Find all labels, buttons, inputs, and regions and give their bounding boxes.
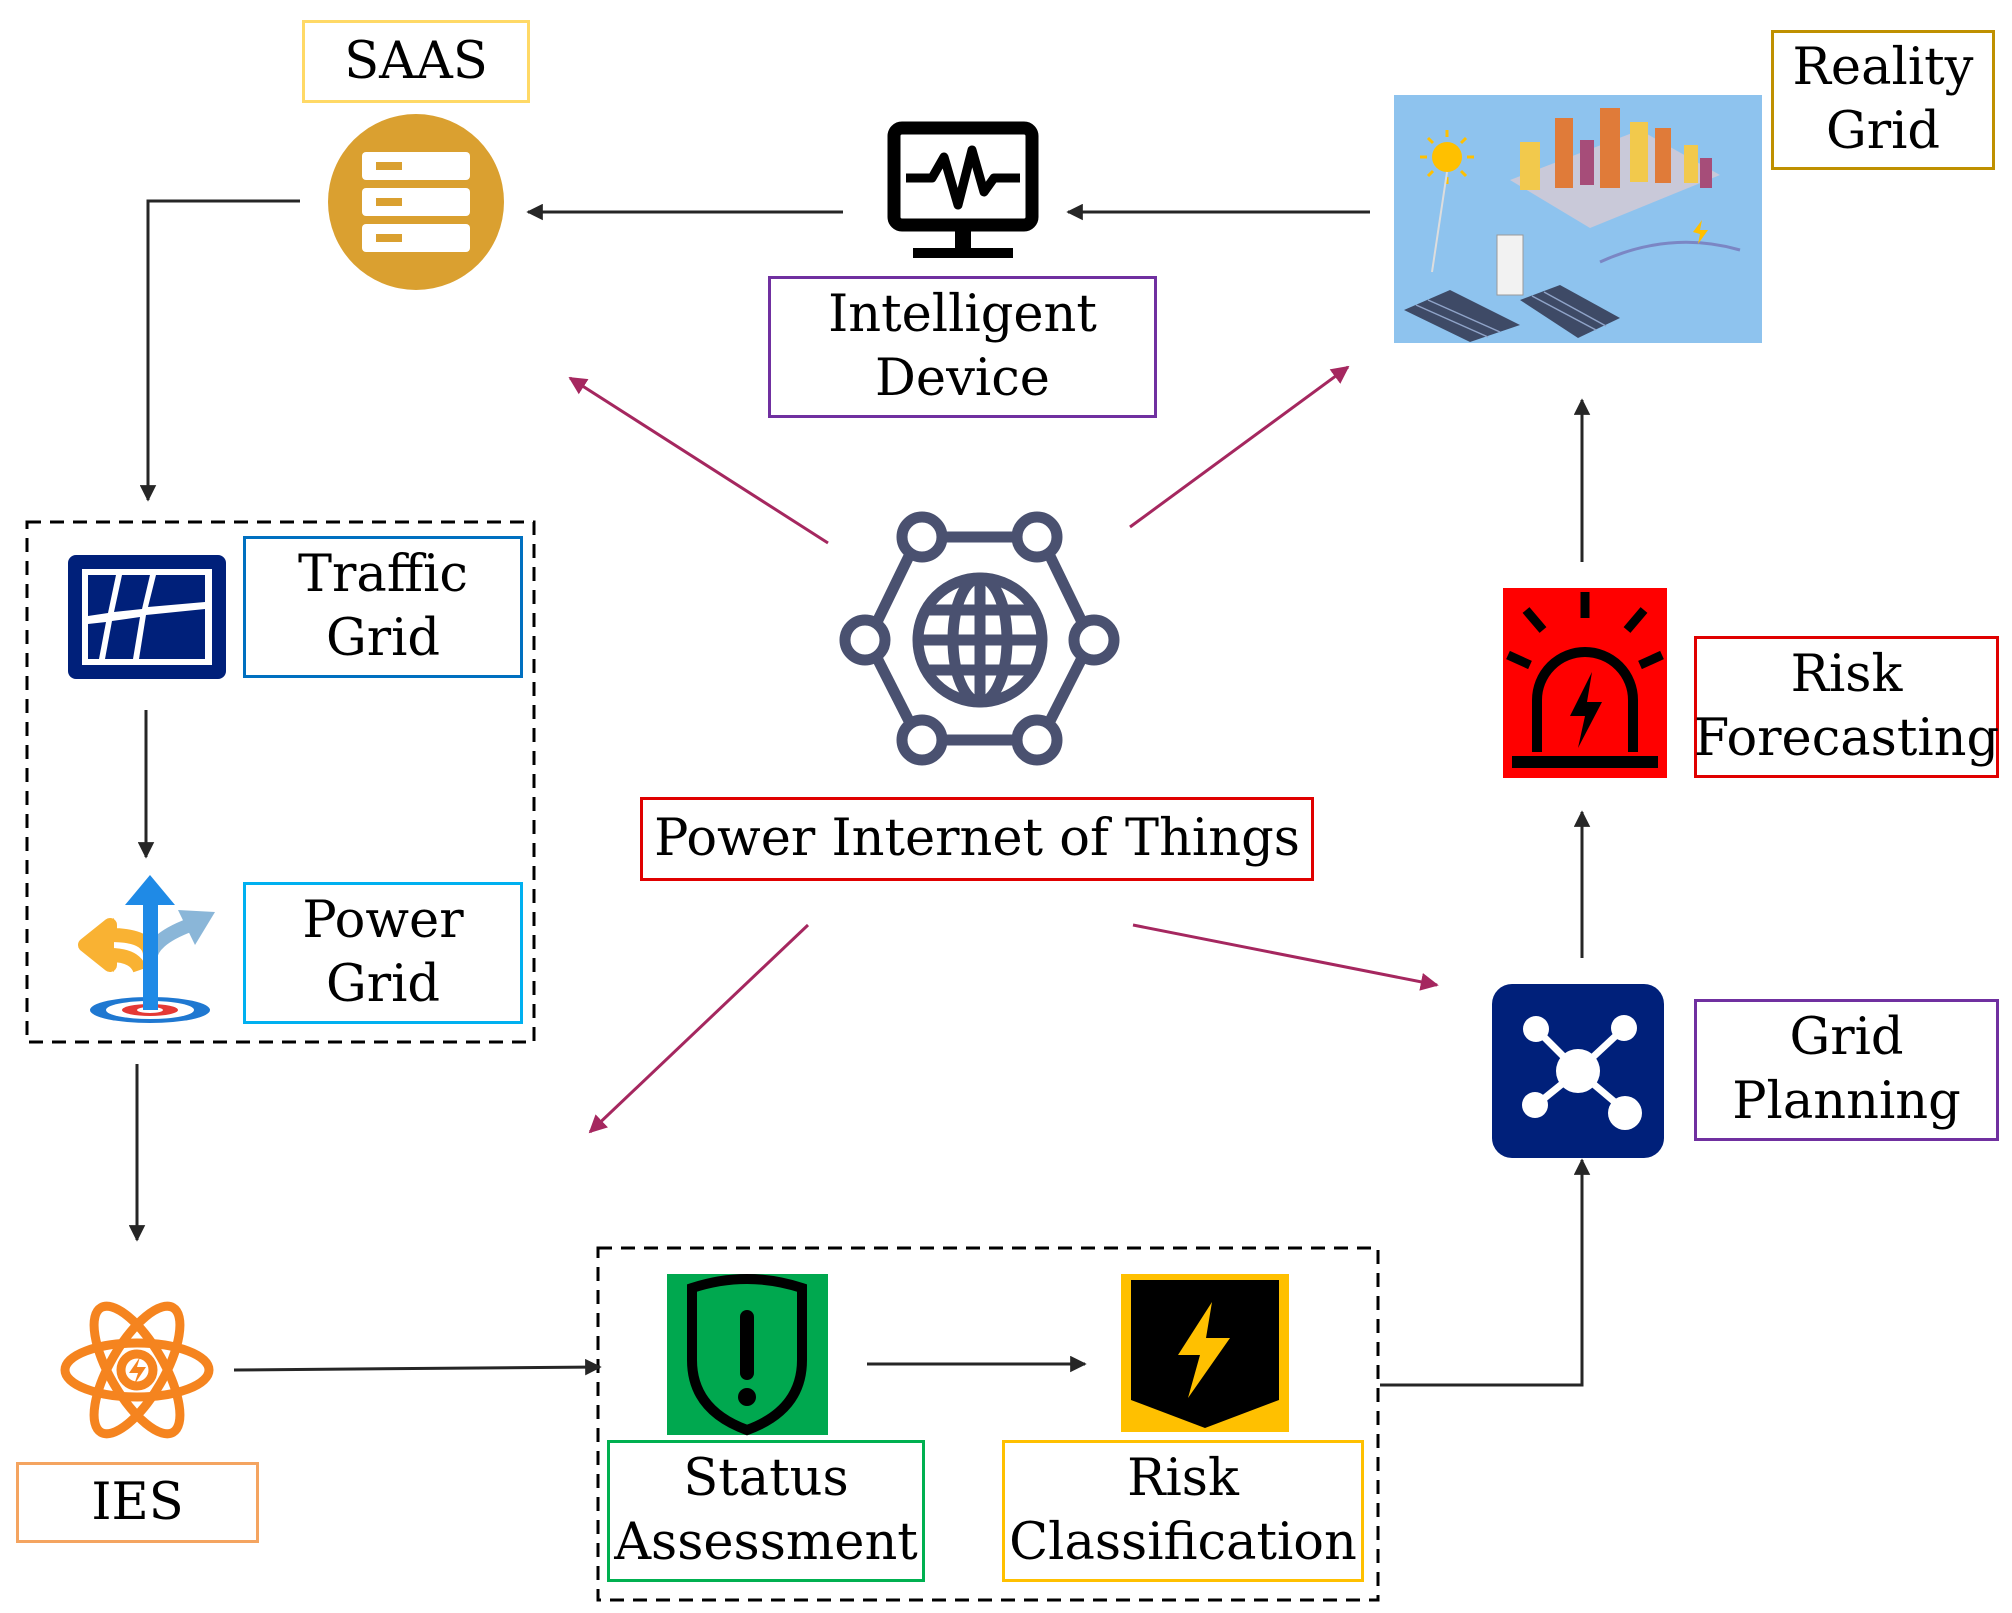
risk-classification-label: Risk Classification xyxy=(1002,1440,1364,1582)
hub-arrow-top-right xyxy=(1129,365,1350,529)
arrow-ies-to-status xyxy=(233,1358,602,1376)
grid-network-icon xyxy=(1492,984,1664,1158)
grid-planning-label: Grid Planning xyxy=(1694,999,1999,1141)
shield-alert-icon xyxy=(667,1274,828,1436)
hub-arrow-bottom-left xyxy=(588,923,810,1134)
traffic-grid-label: Traffic Grid xyxy=(243,536,523,678)
arrow-saas-to-traffic xyxy=(139,199,300,502)
atom-bolt-icon xyxy=(60,1301,214,1439)
reality-grid-label: Reality Grid xyxy=(1771,30,1995,170)
lightning-badge-icon xyxy=(1121,1274,1289,1432)
saas-server-icon xyxy=(328,114,504,290)
network-globe-icon xyxy=(839,511,1120,766)
intelligent-device-label: Intelligent Device xyxy=(768,276,1157,418)
smart-city-image xyxy=(1394,95,1762,343)
direction-arrows-icon xyxy=(78,875,215,1023)
arrow-classification-to-planning xyxy=(1380,1158,1591,1387)
saas-label: SAAS xyxy=(302,20,530,103)
assessment-group xyxy=(596,1246,1380,1602)
ies-label: IES xyxy=(16,1462,259,1543)
status-assessment-label: Status Assessment xyxy=(607,1440,925,1582)
traffic-grid-icon xyxy=(68,555,226,679)
monitor-pulse-icon xyxy=(887,121,1039,258)
power-grid-label: Power Grid xyxy=(243,882,523,1024)
risk-forecasting-label: Risk Forecasting xyxy=(1694,636,1999,778)
alarm-light-icon xyxy=(1503,588,1667,778)
hub-arrow-top-left xyxy=(568,376,829,545)
hub-arrow-bottom-right xyxy=(1132,923,1439,991)
traffic-power-group xyxy=(25,520,536,1044)
piot-label: Power Internet of Things xyxy=(640,797,1314,881)
